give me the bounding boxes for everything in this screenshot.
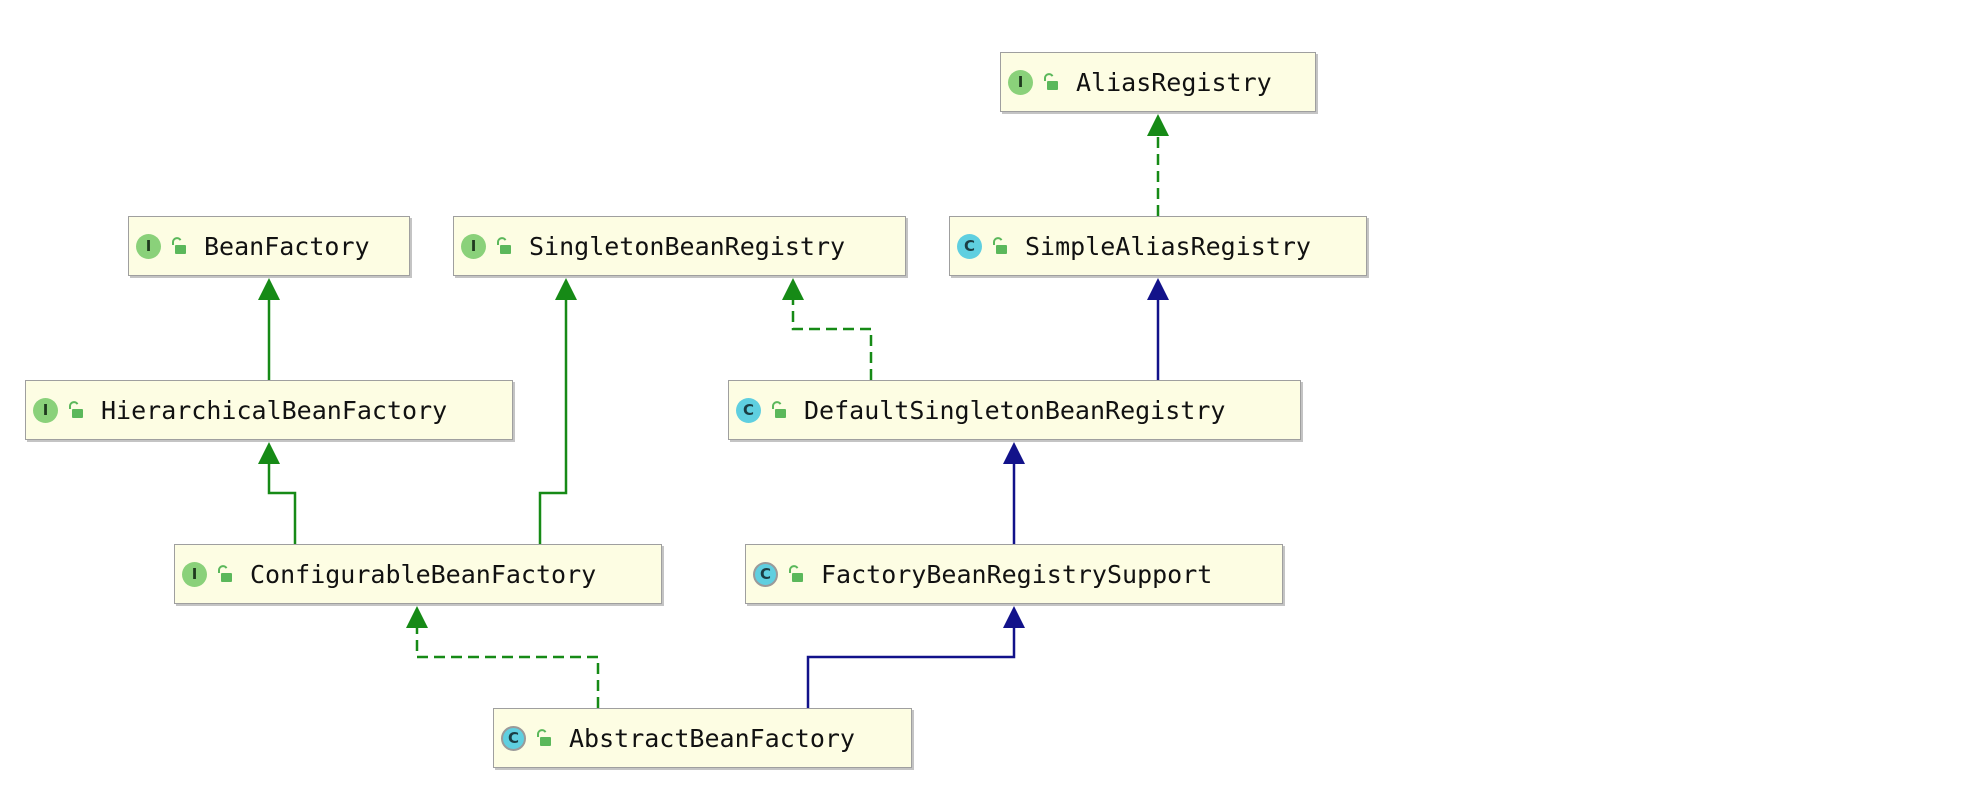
- public-visibility-icon: [172, 237, 186, 254]
- class-name-label: ConfigurableBeanFactory: [250, 559, 597, 589]
- public-visibility-icon: [772, 401, 786, 418]
- class-node-hierarchical-bean-factory[interactable]: I HierarchicalBeanFactory: [25, 380, 513, 440]
- class-name-label: DefaultSingletonBeanRegistry: [804, 395, 1226, 425]
- class-node-bean-factory[interactable]: I BeanFactory: [128, 216, 410, 276]
- interface-icon: I: [136, 233, 161, 259]
- public-visibility-icon: [497, 237, 511, 254]
- abstract-class-icon: C: [753, 561, 778, 587]
- class-node-simple-alias-registry[interactable]: C SimpleAliasRegistry: [949, 216, 1367, 276]
- class-node-abstract-bean-factory[interactable]: C AbstractBeanFactory: [493, 708, 912, 768]
- class-name-label: SingletonBeanRegistry: [529, 231, 846, 261]
- class-icon: C: [736, 397, 761, 423]
- arrowhead: [555, 278, 577, 300]
- edge-extends: [1147, 278, 1169, 380]
- public-visibility-icon: [69, 401, 83, 418]
- arrowhead: [1147, 114, 1169, 136]
- edge-interface-extends: [538, 278, 577, 544]
- edge-implements: [1147, 114, 1169, 216]
- public-visibility-icon: [218, 565, 232, 582]
- public-visibility-icon: [993, 237, 1007, 254]
- class-name-label: AbstractBeanFactory: [569, 723, 855, 753]
- public-visibility-icon: [537, 729, 551, 746]
- class-name-label: HierarchicalBeanFactory: [101, 395, 448, 425]
- arrowhead: [1147, 278, 1169, 300]
- class-node-alias-registry[interactable]: I AliasRegistry: [1000, 52, 1316, 112]
- arrowhead: [1003, 442, 1025, 464]
- class-node-default-singleton-bean-registry[interactable]: C DefaultSingletonBeanRegistry: [728, 380, 1301, 440]
- interface-icon: I: [182, 561, 207, 587]
- edge-extends: [806, 606, 1025, 708]
- class-node-configurable-bean-factory[interactable]: I ConfigurableBeanFactory: [174, 544, 662, 604]
- interface-icon: I: [461, 233, 486, 259]
- edge-implements: [406, 606, 600, 708]
- class-name-label: SimpleAliasRegistry: [1025, 231, 1311, 261]
- arrowhead: [782, 278, 804, 300]
- class-name-label: FactoryBeanRegistrySupport: [821, 559, 1213, 589]
- class-node-factory-bean-registry-support[interactable]: C FactoryBeanRegistrySupport: [745, 544, 1283, 604]
- interface-icon: I: [33, 397, 58, 423]
- class-name-label: BeanFactory: [204, 231, 370, 261]
- class-name-label: AliasRegistry: [1076, 67, 1272, 97]
- arrowhead: [406, 606, 428, 628]
- edge-interface-extends: [258, 442, 297, 544]
- arrowhead: [258, 278, 280, 300]
- arrowhead: [258, 442, 280, 464]
- edge-extends: [1003, 442, 1025, 544]
- arrowhead: [1003, 606, 1025, 628]
- class-node-singleton-bean-registry[interactable]: I SingletonBeanRegistry: [453, 216, 906, 276]
- abstract-class-icon: C: [501, 725, 526, 751]
- public-visibility-icon: [1044, 73, 1058, 90]
- edge-interface-extends: [258, 278, 280, 380]
- interface-icon: I: [1008, 69, 1033, 95]
- edge-implements: [782, 278, 873, 380]
- public-visibility-icon: [789, 565, 803, 582]
- class-icon: C: [957, 233, 982, 259]
